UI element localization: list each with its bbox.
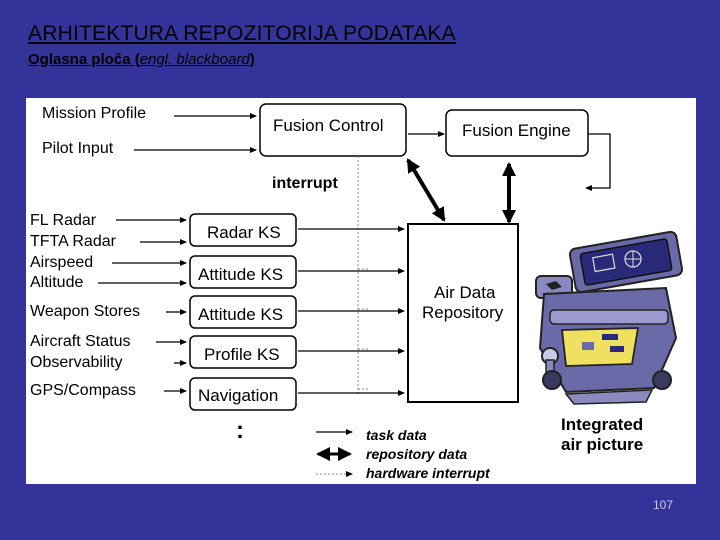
legend: task data repository data hardware inter…: [316, 427, 491, 481]
attitude-ks-box-1: [189, 255, 297, 289]
robot-control-panel: [560, 327, 640, 367]
arrow-engine-to-picture: [585, 133, 611, 191]
fusion-engine-label: Fusion Engine: [462, 121, 571, 140]
attitude-ks-label-1: Attitude KS: [198, 265, 283, 284]
input-tfta-radar: TFTA Radar: [30, 233, 117, 250]
output-label-line1: Integrated: [561, 415, 643, 434]
input-gps-compass: GPS/Compass: [30, 382, 136, 399]
subtitle-suffix: ): [249, 51, 255, 68]
radar-ks-label: Radar KS: [207, 223, 281, 242]
input-fl-radar: FL Radar: [30, 212, 97, 229]
robot-left-wheel: [542, 370, 562, 390]
profile-ks-label: Profile KS: [204, 345, 280, 364]
input-arrows: [98, 113, 257, 394]
interrupt-taps: [358, 228, 368, 390]
robot-keyboard: [549, 309, 669, 325]
interrupt-label: interrupt: [272, 175, 338, 192]
legend-repository-data: repository data: [366, 446, 467, 462]
fusion-engine-box: [445, 109, 589, 157]
repository-label-line1: Air Data: [434, 283, 496, 302]
navigation-label: Navigation: [198, 386, 278, 405]
repository-label-line2: Repository: [422, 303, 504, 322]
input-aircraft-status: Aircraft Status: [30, 333, 130, 350]
slide-subtitle: Oglasna ploča (engl. blackboard): [28, 51, 255, 68]
robot-right-wheel: [652, 370, 672, 390]
diagram-panel: Mission Profile Pilot Input FL Radar TFT…: [26, 98, 696, 484]
fusion-control-label: Fusion Control: [273, 116, 384, 135]
attitude-ks-label-2: Attitude KS: [198, 305, 283, 324]
repository-control-link: [406, 158, 446, 222]
legend-hardware-interrupt: hardware interrupt: [366, 465, 491, 481]
subtitle-prefix: Oglasna ploča (: [28, 51, 140, 68]
air-data-repository-box: [407, 223, 519, 403]
slide-title: ARHITEKTURA REPOZITORIJA PODATAKA: [28, 22, 456, 45]
input-pilot-input: Pilot Input: [42, 140, 114, 157]
navigation-box: [189, 377, 297, 411]
more-sources-ellipsis: :: [236, 417, 244, 444]
legend-task-data: task data: [366, 427, 427, 443]
architecture-diagram: Mission Profile Pilot Input FL Radar TFT…: [30, 103, 684, 481]
robot-screen-window-icon: [592, 253, 616, 273]
input-mission-profile: Mission Profile: [42, 105, 146, 122]
output-label-line2: air picture: [561, 435, 643, 454]
input-observability: Observability: [30, 354, 122, 371]
fusion-control-box: [259, 103, 407, 157]
subtitle-italic: engl. blackboard: [139, 51, 250, 68]
radar-ks-box: [189, 213, 297, 247]
ks-to-repository-arrows: [298, 226, 405, 396]
input-airspeed: Airspeed: [30, 254, 93, 271]
input-weapon-stores: Weapon Stores: [30, 303, 140, 320]
page-number: 107: [653, 498, 674, 512]
attitude-ks-box-2: [189, 295, 297, 329]
robot-illustration: [535, 230, 684, 405]
profile-ks-box: [189, 335, 297, 369]
input-altitude: Altitude: [30, 274, 83, 291]
